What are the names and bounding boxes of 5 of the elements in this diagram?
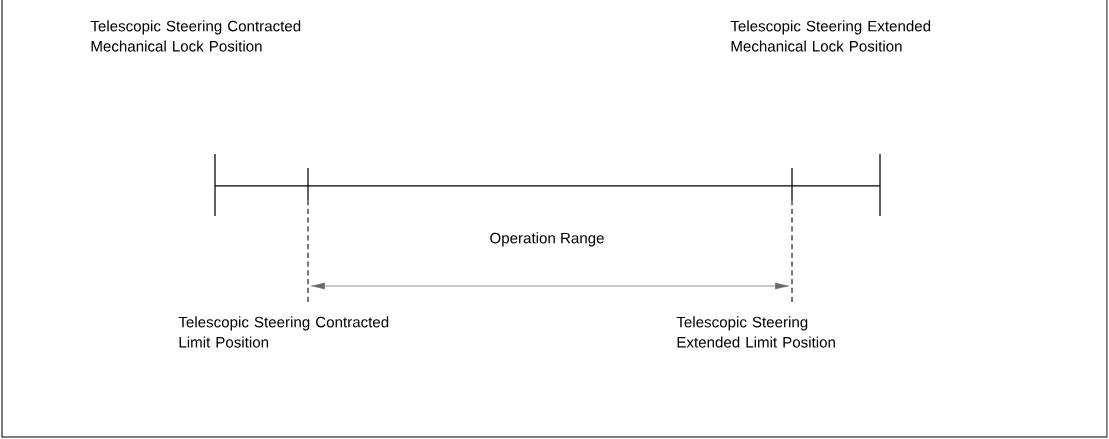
position-label: Telescopic Steering Extended Limit Position bbox=[676, 316, 835, 348]
position-label: Telescopic Steering Contracted Mechanical Lock Position bbox=[90, 20, 301, 52]
position-label: Telescopic Steering Extended Mechanical Lock Position bbox=[730, 20, 931, 52]
range-label: Operation Range bbox=[490, 232, 604, 247]
position-label: Telescopic Steering Contracted Limit Position bbox=[178, 316, 389, 348]
